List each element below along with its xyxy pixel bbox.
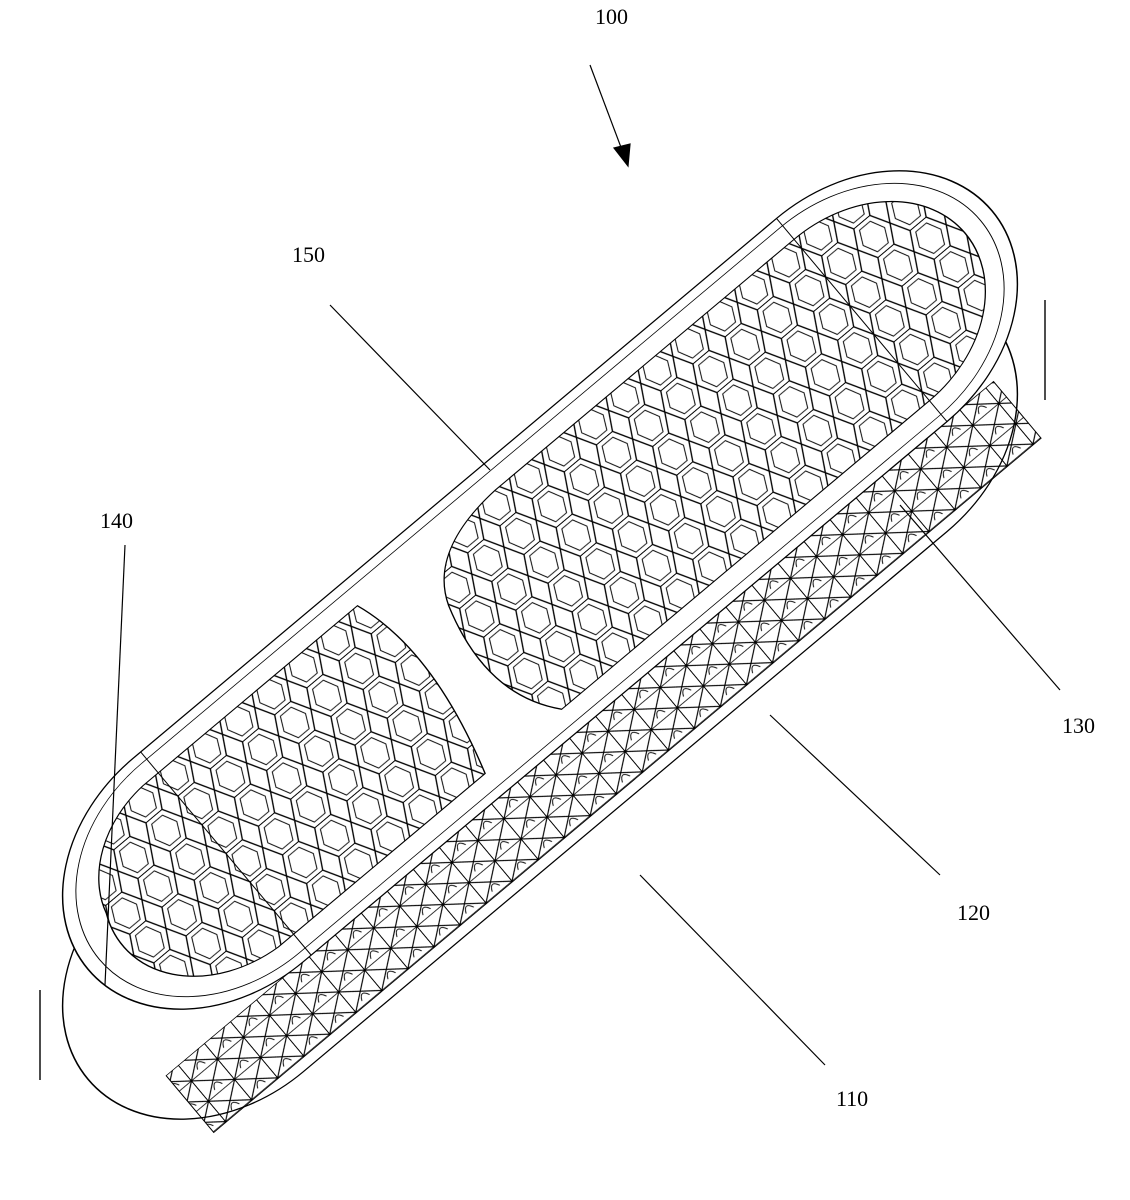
top-lattice-rear — [443, 200, 986, 710]
label-100: 100 — [595, 4, 628, 29]
label-140: 140 — [100, 508, 133, 533]
label-110: 110 — [836, 1086, 869, 1111]
label-120: 120 — [957, 900, 990, 925]
leader-lines — [104, 64, 1061, 1066]
top-lattice-front — [98, 604, 486, 977]
upper-body — [61, 170, 1019, 1010]
label-130: 130 — [1062, 713, 1095, 738]
label-150: 150 — [292, 242, 325, 267]
arrow-icon — [612, 143, 631, 168]
